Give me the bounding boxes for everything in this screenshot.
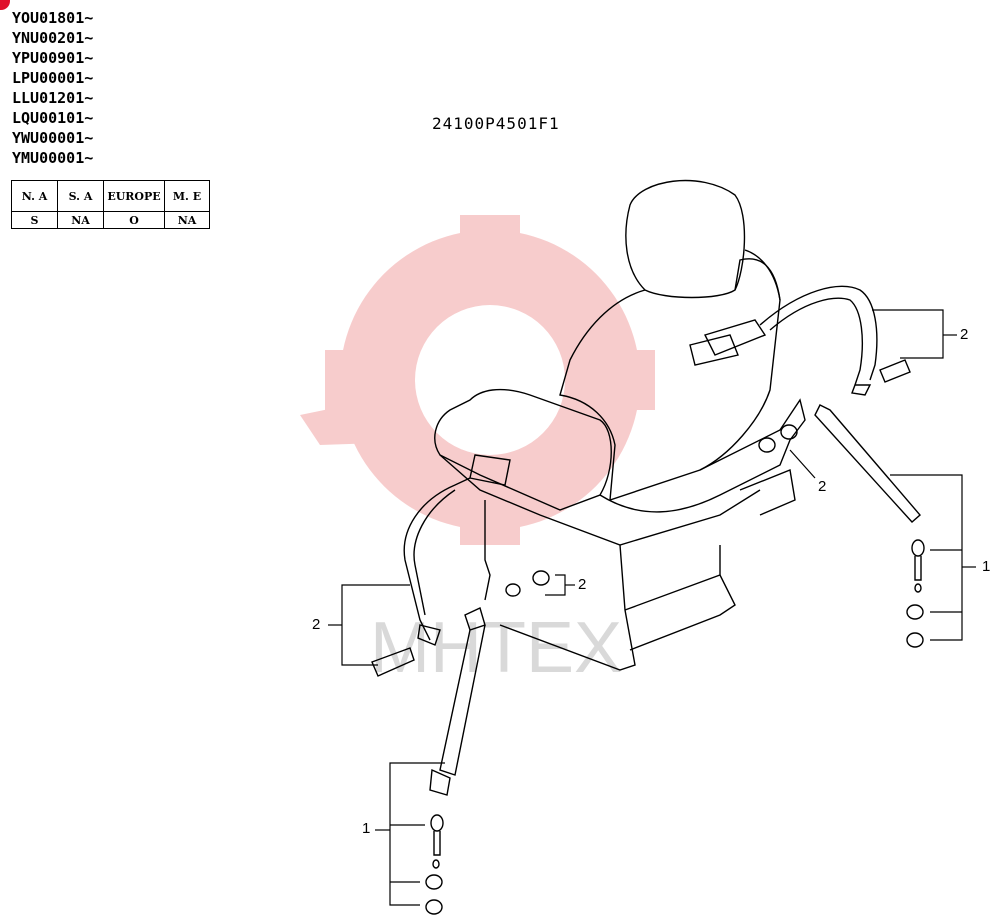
market-value: NA — [164, 211, 210, 229]
market-header: N. A — [11, 180, 58, 212]
buckle-icon — [469, 454, 511, 486]
washer-icon — [914, 583, 922, 593]
market-value: O — [103, 211, 165, 229]
serial-number: YPU00901~ — [12, 49, 94, 67]
nut-icon — [906, 632, 924, 648]
market-availability-table: N. A S. A EUROPE M. E S NA O NA — [11, 180, 210, 229]
washer-icon — [906, 604, 924, 620]
hardware-set-right — [906, 539, 925, 648]
serial-number: YOU01801~ — [12, 9, 94, 27]
eye-bolt-icon — [430, 814, 444, 832]
shoulder-belt — [689, 285, 911, 396]
serial-number-list: YOU01801~ YNU00201~ YPU00901~ LPU00001~ … — [12, 8, 93, 168]
callout-label: 2 — [960, 326, 969, 343]
market-value: S — [11, 211, 58, 229]
lap-belt-left — [371, 454, 511, 677]
serial-number: YWU00001~ — [12, 129, 94, 147]
market-header: S. A — [57, 180, 104, 212]
nut-icon — [758, 437, 776, 453]
anchor-strap-right — [758, 404, 921, 523]
callout-label: 2 — [312, 616, 321, 633]
bolt-icon — [879, 359, 911, 383]
callout-label: 2 — [818, 478, 827, 495]
washer-icon — [432, 859, 440, 869]
leader-lines — [328, 309, 976, 906]
serial-number: LQU00101~ — [12, 109, 94, 127]
serial-number: YMU00001~ — [12, 149, 94, 167]
callout-label: 1 — [982, 558, 991, 575]
market-value: NA — [57, 211, 104, 229]
hardware-set-left — [425, 814, 444, 915]
washer-icon — [425, 874, 443, 890]
serial-number: LPU00001~ — [12, 69, 94, 87]
bolt-icon — [371, 647, 415, 677]
part-number: 24100P4501F1 — [432, 114, 560, 133]
nut-icon — [505, 583, 521, 597]
buckle-tongue-icon — [704, 319, 767, 356]
lap-belt-center — [429, 570, 550, 796]
watermark-text: MHTEX — [370, 608, 622, 688]
eye-bolt-icon — [911, 539, 925, 557]
watermark-gear-hole — [415, 305, 565, 455]
nut-icon — [532, 570, 550, 586]
serial-number: YNU00201~ — [12, 29, 94, 47]
corner-marker — [0, 0, 10, 10]
seat-outline — [434, 179, 806, 671]
callout-label: 2 — [578, 576, 587, 593]
serial-number: LLU01201~ — [12, 89, 94, 107]
callout-label: 1 — [362, 820, 371, 837]
nut-icon — [425, 899, 443, 915]
nut-icon — [780, 424, 798, 440]
